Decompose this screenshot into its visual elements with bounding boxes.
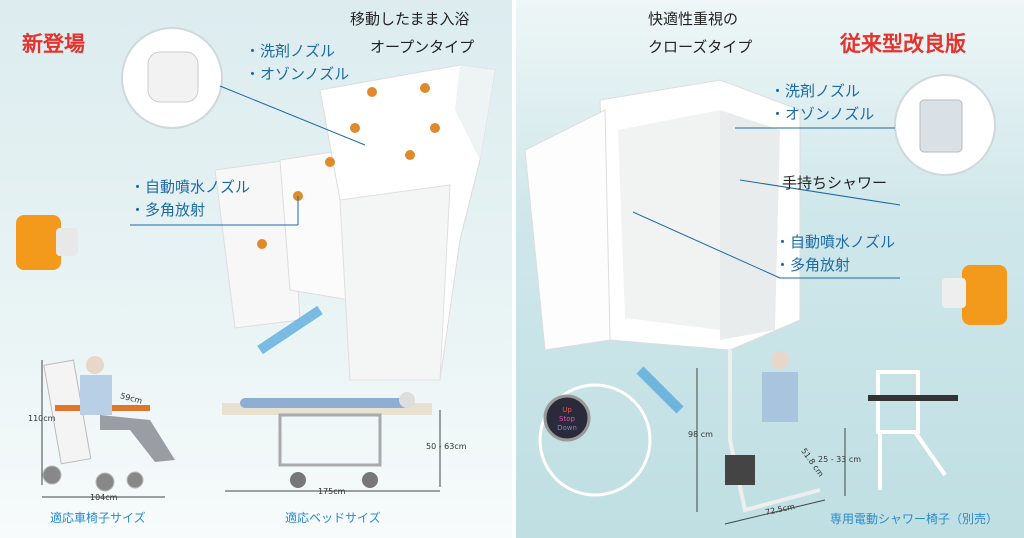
open-type-title-2: オープンタイプ bbox=[370, 38, 475, 56]
chair-height: 98 cm bbox=[688, 430, 713, 439]
closed-type-title-1: 快適性重視の bbox=[648, 10, 739, 28]
detergent-nozzle-label-right: ・洗剤ノズル bbox=[770, 82, 861, 100]
bed-illustration bbox=[222, 392, 432, 488]
shower-chair bbox=[725, 350, 821, 513]
wheelchair-illustration bbox=[42, 356, 175, 492]
bed-length: 175cm bbox=[318, 487, 346, 496]
auto-spray-nozzle-label-right: ・自動噴水ノズル bbox=[775, 233, 896, 251]
spray-nozzle-icon bbox=[16, 215, 61, 270]
stop-label: Stop bbox=[559, 415, 575, 423]
up-stop-down-button bbox=[543, 394, 591, 442]
new-arrival-badge: 新登場 bbox=[22, 32, 85, 56]
chair-seat-height: 25 - 33 cm bbox=[818, 455, 862, 464]
up-label: Up bbox=[562, 406, 572, 414]
improved-model-badge: 従来型改良版 bbox=[840, 32, 966, 56]
spray-nozzle-icon-right bbox=[962, 265, 1007, 325]
shower-chair-caption: 専用電動シャワー椅子（別売） bbox=[830, 512, 999, 526]
open-bathtub bbox=[214, 64, 496, 381]
open-type-title-1: 移動したまま入浴 bbox=[350, 10, 470, 28]
multi-angle-label: ・多角放射 bbox=[130, 201, 206, 219]
multi-angle-label-right: ・多角放射 bbox=[775, 256, 851, 274]
closed-type-title-2: クローズタイプ bbox=[648, 38, 753, 56]
wheelchair-size-caption: 適応車椅子サイズ bbox=[50, 511, 146, 525]
wheelchair-height: 110cm bbox=[28, 414, 56, 423]
dimension-lines bbox=[41, 360, 846, 525]
shower-chair-empty bbox=[868, 370, 958, 490]
move-arrow-icon bbox=[257, 305, 323, 355]
panel-divider bbox=[512, 0, 516, 538]
bed-size-caption: 適応ベッドサイズ bbox=[285, 511, 381, 525]
ozone-nozzle-label: ・オゾンノズル bbox=[245, 65, 350, 83]
down-label: Down bbox=[557, 424, 577, 432]
wheelchair-length: 104cm bbox=[90, 493, 118, 502]
dispenser-icon bbox=[147, 51, 199, 103]
control-callout bbox=[538, 383, 652, 497]
ozone-nozzle-label-right: ・オゾンノズル bbox=[770, 105, 875, 123]
dispenser-icon-right bbox=[919, 99, 963, 153]
hand-shower-label: 手持ちシャワー bbox=[782, 174, 888, 192]
bed-height: 50 - 63cm bbox=[426, 442, 467, 451]
closed-shower-booth bbox=[524, 79, 801, 351]
move-arrow-icon-right bbox=[636, 366, 684, 414]
auto-spray-nozzle-label: ・自動噴水ノズル bbox=[130, 178, 251, 196]
detergent-nozzle-label: ・洗剤ノズル bbox=[245, 42, 336, 60]
